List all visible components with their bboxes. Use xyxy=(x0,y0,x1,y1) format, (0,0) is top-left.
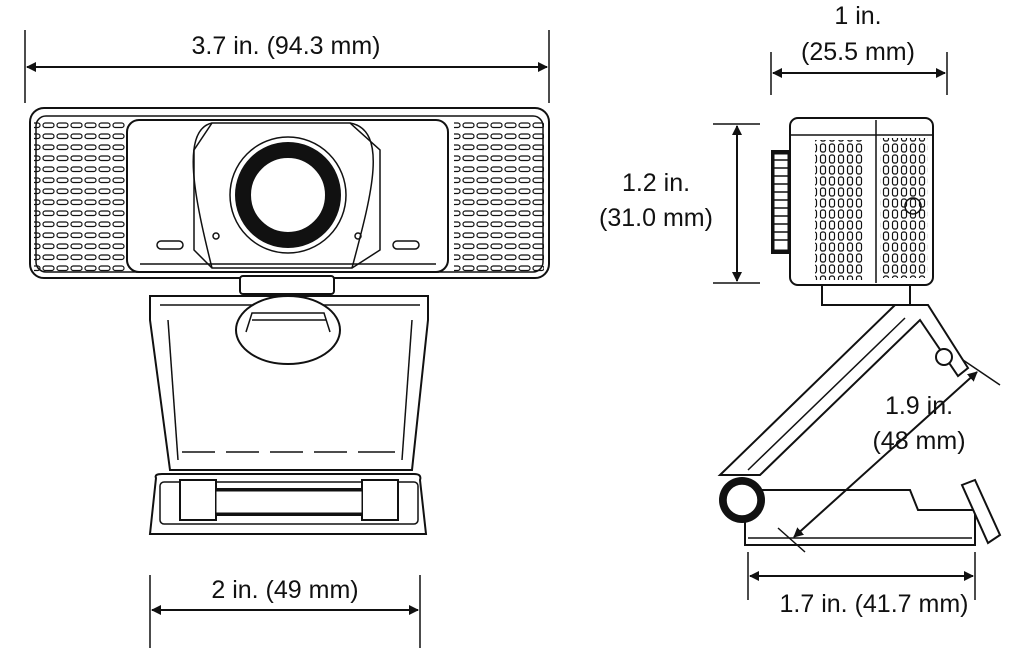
stand-front xyxy=(148,275,429,535)
camera-body-front xyxy=(29,107,550,279)
side-height-dimension: 1.2 in. (31.0 mm) xyxy=(599,123,760,284)
front-width-label: 3.7 in. (94.3 mm) xyxy=(192,32,381,60)
indicator-right-icon xyxy=(392,240,420,250)
right-grille xyxy=(454,122,544,272)
side-depth-mm-label: (25.5 mm) xyxy=(801,38,915,66)
base-depth-label: 1.7 in. (41.7 mm) xyxy=(780,590,969,618)
side-height-mm-label: (31.0 mm) xyxy=(599,204,713,232)
side-view: 1 in. (25.5 mm) 1.2 in. (31.0 mm) xyxy=(599,2,1002,618)
arm-length-dimension: 1.9 in. (48 mm) xyxy=(777,359,1001,553)
left-grille xyxy=(34,122,126,272)
front-view: 3.7 in. (94.3 mm) xyxy=(24,30,550,648)
indicator-left-icon xyxy=(156,240,184,250)
front-width-dimension: 3.7 in. (94.3 mm) xyxy=(24,30,550,103)
lens-glass-icon xyxy=(249,156,327,234)
base-width-dimension: 2 in. (49 mm) xyxy=(149,575,421,648)
side-depth-dimension: 1 in. (25.5 mm) xyxy=(770,2,948,95)
arm-length-mm-label: (48 mm) xyxy=(872,427,965,455)
stand-side xyxy=(717,304,1002,546)
side-depth-in-label: 1 in. xyxy=(834,2,881,30)
lens-outer-icon xyxy=(229,136,347,254)
base-depth-dimension: 1.7 in. (41.7 mm) xyxy=(747,552,976,618)
base-width-label: 2 in. (49 mm) xyxy=(211,576,358,604)
camera-body-side xyxy=(771,117,934,306)
arm-length-in-label: 1.9 in. xyxy=(885,392,953,420)
side-height-in-label: 1.2 in. xyxy=(622,169,690,197)
